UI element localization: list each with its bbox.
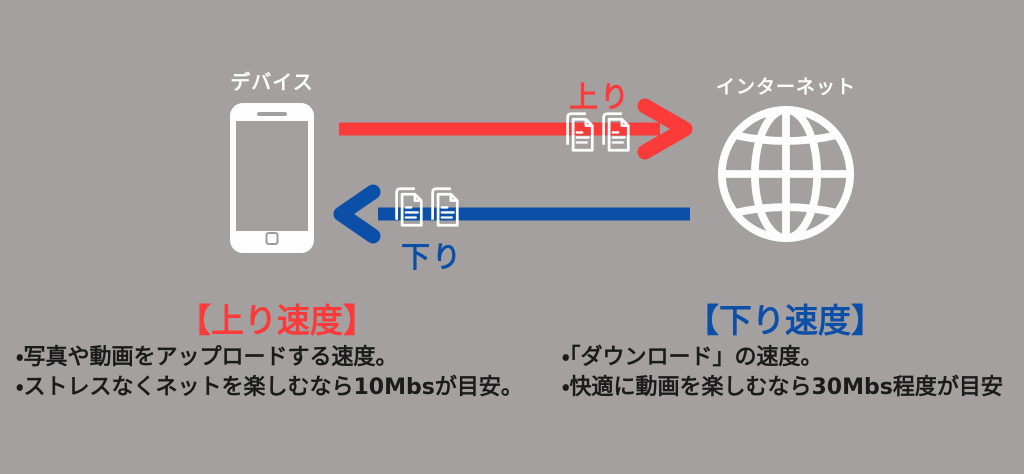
upload-bullet-1: ・写真や動画をアップロードする速度。 — [16, 345, 398, 370]
upload-speed-bullets: ・写真や動画をアップロードする速度。 ・ストレスなくネットを楽しむなら10Mbs… — [16, 343, 523, 403]
phone-speaker-slot — [257, 112, 287, 116]
download-document-copy-icon — [431, 187, 459, 227]
smartphone-icon — [230, 103, 314, 253]
internet-label: インターネット — [715, 76, 856, 98]
download-speed-heading: 【下り速度】 — [686, 301, 884, 340]
upload-arrow-right-icon — [339, 98, 693, 160]
download-bullet-2: ・快適に動画を楽しむなら30Mbs程度が目安 — [562, 375, 1003, 400]
device-label: デバイス — [230, 70, 314, 94]
download-bullet-1: ・「ダウンロード」の速度。 — [562, 345, 823, 370]
globe-icon — [717, 105, 855, 243]
upload-document-copy-icon — [602, 112, 630, 152]
phone-bottom-bar — [236, 231, 308, 247]
upload-document-copy-icon — [566, 112, 594, 152]
upload-bullet-2: ・ストレスなくネットを楽しむなら10Mbsが目安。 — [16, 375, 523, 400]
phone-top-bar — [236, 109, 308, 121]
download-arrow-label: 下り — [400, 240, 463, 274]
upload-speed-heading: 【上り速度】 — [178, 301, 376, 340]
download-document-copy-icon — [395, 187, 423, 227]
download-arrow-left-icon — [333, 184, 690, 244]
download-speed-bullets: ・「ダウンロード」の速度。 ・快適に動画を楽しむなら30Mbs程度が目安 — [562, 343, 1003, 403]
upload-arrow-label: 上り — [568, 80, 631, 114]
phone-home-button — [265, 232, 279, 245]
